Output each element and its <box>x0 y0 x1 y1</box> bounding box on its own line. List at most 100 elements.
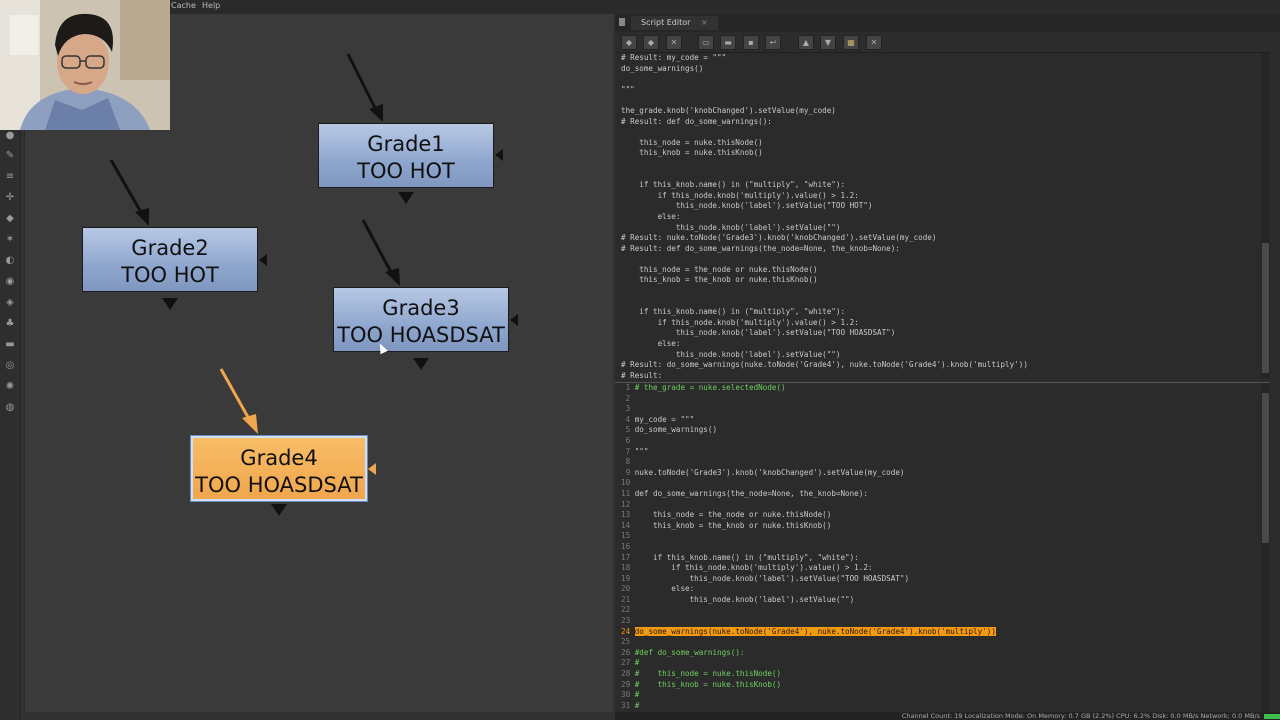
line-number: 12 <box>621 499 631 509</box>
output-line: # Result: nuke.toNode('Grade3').knob('kn… <box>621 233 937 243</box>
line-number: 7 <box>621 446 631 456</box>
line-number: 24 <box>621 626 631 636</box>
line-number: 3 <box>621 404 631 414</box>
grade4-mask-input[interactable] <box>368 463 376 475</box>
node-grade3[interactable]: Grade3 TOO HOASDSAT <box>333 287 509 352</box>
output-scrollbar[interactable] <box>1261 53 1270 379</box>
grade2-mask-input[interactable] <box>259 254 267 266</box>
tab-script-editor[interactable]: Script Editor × <box>631 16 718 30</box>
grade4-output[interactable] <box>271 504 287 516</box>
code-line: 17 if this_knob.name() in ("multiply", "… <box>621 553 859 562</box>
line-number: 31 <box>621 700 631 710</box>
line-number: 19 <box>621 573 631 583</box>
output-scroll-thumb[interactable] <box>1262 243 1269 373</box>
code-line: 28 # this_node = nuke.thisNode() <box>621 669 781 678</box>
grade2-input-arrowhead <box>135 208 149 226</box>
line-number: 23 <box>621 616 631 626</box>
save-script-icon[interactable]: ▪ <box>743 35 759 50</box>
code-line: 20 else: <box>621 584 694 593</box>
script-input[interactable]: 1 # the_grade = nuke.selectedNode() 2 3 … <box>615 382 1270 715</box>
line-text: this_knob = the_knob or nuke.thisKnob() <box>634 520 832 530</box>
line-number: 15 <box>621 531 631 541</box>
source-script-icon[interactable]: ▭ <box>698 35 714 50</box>
line-number: 13 <box>621 510 631 520</box>
node-graph[interactable]: Grade1 TOO HOT Grade2 TOO HOT Grade3 TOO… <box>24 14 613 712</box>
paint-icon[interactable]: ✎ <box>5 150 15 161</box>
close-icon[interactable]: × <box>700 18 708 27</box>
next-script-icon[interactable]: ◆ <box>643 35 659 50</box>
output-line: this_node.knob('label').setValue("") <box>621 349 841 359</box>
grade3-output[interactable] <box>413 358 429 370</box>
line-text: """ <box>634 446 649 456</box>
line-text: #def do_some_warnings(): <box>634 647 745 657</box>
eye-icon[interactable]: ◉ <box>5 276 15 287</box>
input-scrollbar[interactable] <box>1261 383 1270 715</box>
node-grade2[interactable]: Grade2 TOO HOT <box>82 227 258 292</box>
code-line: 12 <box>621 500 635 509</box>
code-line: 19 this_node.knob('label').setValue("TOO… <box>621 574 909 583</box>
script-output[interactable]: # Result: my_code = """ do_some_warnings… <box>615 52 1270 379</box>
film-icon[interactable]: ▬ <box>5 339 15 350</box>
script-editor-panel: Script Editor × ◆ ◆ ✕ ▭ ▬ ▪ ↩ ▲ ▼ ▦ ✕ # … <box>615 14 1280 720</box>
layers-icon[interactable]: ≡ <box>5 171 15 182</box>
grade1-output[interactable] <box>398 192 414 204</box>
line-text: if this_node.knob('multiply').value() > … <box>634 563 873 573</box>
grade3-mask-input[interactable] <box>510 314 518 326</box>
line-number: 9 <box>621 467 631 477</box>
grade4-input-pipe <box>219 368 251 420</box>
grade2-output[interactable] <box>162 298 178 310</box>
node-name: Grade2 <box>131 236 209 260</box>
code-line: 15 <box>621 531 635 540</box>
load-script-icon[interactable]: ▬ <box>720 35 736 50</box>
output-line: # Result: def do_some_warnings(the_node=… <box>621 243 900 253</box>
output-line: this_node.knob('label').setValue("TOO HO… <box>621 328 896 338</box>
grade4-input-arrowhead <box>242 414 258 434</box>
node-grade1[interactable]: Grade1 TOO HOT <box>318 123 494 188</box>
run-script-icon[interactable]: ↩ <box>765 35 781 50</box>
output-line: this_knob = nuke.thisKnob() <box>621 148 763 158</box>
circle-icon[interactable]: ● <box>5 130 15 141</box>
show-output-icon[interactable]: ▼ <box>820 35 836 50</box>
node-grade4[interactable]: Grade4 TOO HOASDSAT <box>191 436 367 501</box>
menu-cache[interactable]: Cache <box>171 1 196 10</box>
line-number: 8 <box>621 457 631 467</box>
gizmo-icon[interactable]: ✺ <box>5 381 15 392</box>
node-label: TOO HOT <box>121 263 219 287</box>
filter-icon[interactable]: ◎ <box>5 360 15 371</box>
tab-bar: Script Editor × <box>615 14 1280 32</box>
line-number: 1 <box>621 383 631 392</box>
node-label: TOO HOASDSAT <box>195 473 363 497</box>
line-number: 14 <box>621 520 631 530</box>
sparkle-icon[interactable]: ✶ <box>5 234 15 245</box>
keyer-icon[interactable]: ◈ <box>6 297 14 308</box>
line-text: # this_node = nuke.thisNode() <box>634 669 782 679</box>
clear-history-icon[interactable]: ✕ <box>666 35 682 50</box>
merge-icon[interactable]: ♣ <box>5 318 15 329</box>
code-line: 24 do_some_warnings(nuke.toNode('Grade4'… <box>621 626 996 636</box>
output-line: """ <box>621 84 635 94</box>
cube-icon[interactable]: ◆ <box>6 213 14 224</box>
node-connections <box>109 53 400 434</box>
code-line: 10 <box>621 478 635 487</box>
output-line: # Result: def do_some_warnings(): <box>621 116 772 126</box>
globe-icon[interactable]: ◍ <box>5 402 15 413</box>
line-text: # <box>634 690 640 700</box>
menu-help[interactable]: Help <box>202 1 221 10</box>
code-line: 11 def do_some_warnings(the_node=None, t… <box>621 489 868 498</box>
code-line: 18 if this_node.knob('multiply').value()… <box>621 563 872 572</box>
code-line: 25 <box>621 637 635 646</box>
grade1-mask-input[interactable] <box>495 149 503 161</box>
clear-output-icon[interactable]: ✕ <box>866 35 882 50</box>
grade2-input-pipe <box>109 159 144 215</box>
transform-icon[interactable]: ✛ <box>5 192 15 203</box>
input-scroll-thumb[interactable] <box>1262 393 1269 543</box>
previous-script-icon[interactable]: ◆ <box>621 35 637 50</box>
show-input-icon[interactable]: ▲ <box>798 35 814 50</box>
show-both-icon[interactable]: ▦ <box>843 35 859 50</box>
line-text: this_node.knob('label').setValue("") <box>634 594 855 604</box>
line-text: this_node.knob('label').setValue("TOO HO… <box>634 573 910 583</box>
channel-icon[interactable]: ◐ <box>5 255 15 266</box>
panel-menu-icon[interactable] <box>619 18 625 26</box>
output-line: if this_node.knob('multiply').value() > … <box>621 317 859 327</box>
code-line: 3 <box>621 404 635 413</box>
